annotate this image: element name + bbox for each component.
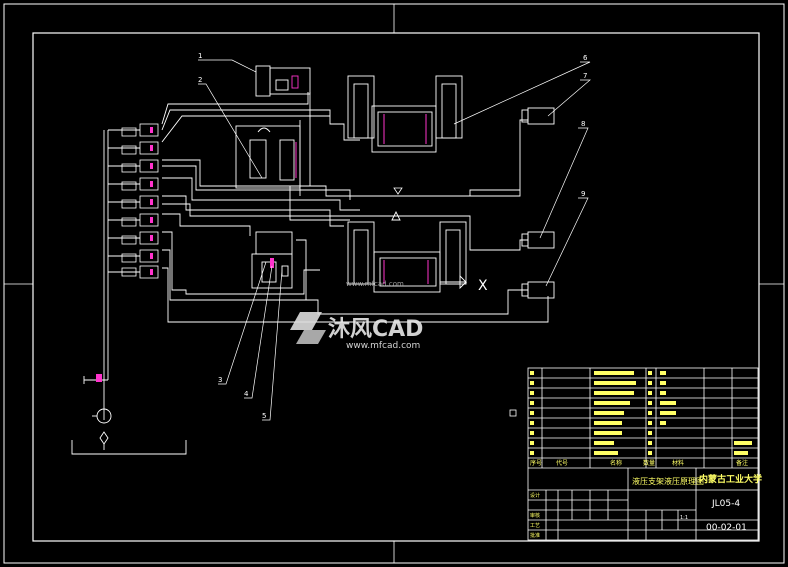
right-cylinders xyxy=(521,107,555,299)
callout-label: 5 xyxy=(262,412,266,420)
upper-cylinder-markers xyxy=(383,114,427,144)
callout-label: 3 xyxy=(218,376,222,384)
valve-bank-markers xyxy=(150,127,153,275)
lower-cylinder-pair xyxy=(347,210,468,293)
header-qty: 数量 xyxy=(643,459,655,467)
title-block-grid xyxy=(527,367,759,541)
flow-arrow-upper xyxy=(393,187,403,195)
leader-lines xyxy=(198,59,591,421)
cross-mark: X xyxy=(478,278,488,294)
small-marker-square xyxy=(509,409,517,417)
header-code: 代号 xyxy=(556,459,568,467)
watermark-url: www.mfcad.com xyxy=(346,341,420,351)
title-block-roles: 设计 审核 工艺 批准 xyxy=(530,492,540,539)
parts-list-header: 序号 代号 名称 数量 材料 备注 xyxy=(530,459,748,467)
header-seq: 序号 xyxy=(530,459,542,467)
valve-bank xyxy=(121,123,159,279)
upper-control-valve xyxy=(255,65,311,97)
parts-list-entries xyxy=(530,371,752,455)
callout-label: 6 xyxy=(583,54,588,62)
school-name: 内蒙古工业大学 xyxy=(699,473,762,485)
watermark-brand: 沐风CAD xyxy=(328,317,423,342)
callout-label: 1 xyxy=(198,52,202,60)
header-material: 材料 xyxy=(672,459,684,467)
drawing-code: JL05-4 xyxy=(711,499,740,509)
callout-label: 8 xyxy=(581,120,585,128)
callout-label: 4 xyxy=(244,390,249,398)
pipe-network xyxy=(103,92,549,380)
header-name: 名称 xyxy=(610,459,622,467)
callout-label: 9 xyxy=(581,190,585,198)
watermark-center-url: www.mfcad.com xyxy=(346,280,404,288)
upper-valve-marker xyxy=(291,75,299,89)
pump-filter-marker xyxy=(96,374,102,382)
header-remark: 备注 xyxy=(736,459,748,467)
role-approve: 批准 xyxy=(530,532,540,539)
role-designer: 设计 xyxy=(530,492,540,499)
callout-label: 7 xyxy=(583,72,587,80)
lower-valve-block xyxy=(251,231,293,289)
upper-cylinder-pair xyxy=(347,75,463,153)
watermark: 沐风CAD www.mfcad.com www.mfcad.com xyxy=(290,280,423,351)
drawing-border xyxy=(32,32,760,542)
lower-valve-marker xyxy=(270,258,274,268)
callout-label: 2 xyxy=(198,76,202,84)
role-craft: 工艺 xyxy=(530,523,540,529)
callout-labels: 1 2 3 4 5 6 7 8 9 xyxy=(198,52,588,420)
pump-station xyxy=(71,376,187,455)
scale-value: 1:1 xyxy=(680,515,688,521)
watermark-logo-icon xyxy=(290,312,326,344)
role-review: 审核 xyxy=(530,512,540,519)
drawing-number: 00-02-01 xyxy=(706,523,747,533)
middle-valve-block xyxy=(235,125,301,189)
drawing-main-title: 液压支架液压原理图 xyxy=(632,476,704,486)
lower-cylinder-markers xyxy=(383,260,429,284)
